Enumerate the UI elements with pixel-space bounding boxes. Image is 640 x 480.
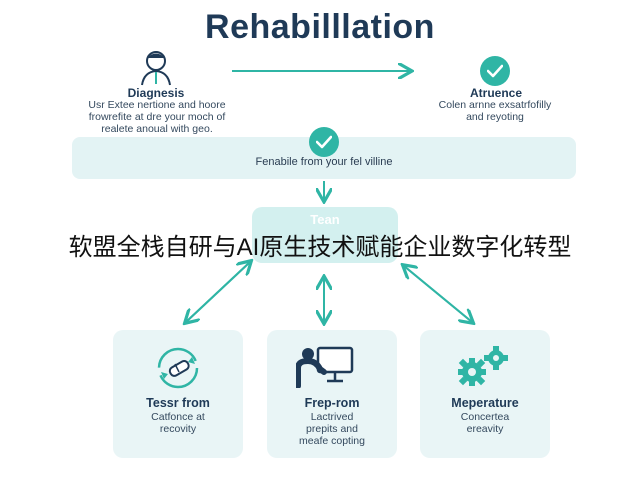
arrow-team-to-card-3-back (404, 266, 473, 323)
diagnosis-title: Diagnesis (127, 86, 185, 100)
card-recovery-title: Tessr from (146, 396, 210, 410)
band-text: Fenabile from your fel villine (255, 156, 393, 168)
card-temperature-text: Concertea ereavity (460, 411, 510, 435)
overlay-caption: 软盟全栈自研与AI原生技术赋能企业数字化转型 (68, 234, 572, 261)
card-temperature-title: Meperature (451, 396, 519, 410)
attendance-description: Colen arnne exsatrfofilly and reyoting (438, 99, 552, 123)
card-recovery (113, 330, 243, 458)
computer-user-icon (296, 346, 354, 388)
check-icon (309, 127, 339, 157)
gears-icon (458, 346, 508, 386)
person-icon (141, 51, 171, 86)
diagnosis-description: Usr Extee nertione and hoore frowrefite … (88, 99, 226, 135)
team-node (252, 207, 398, 263)
card-temperature (420, 330, 550, 458)
card-preparation-text: Lactrived prepits and meafe copting (299, 411, 365, 447)
card-preparation-title: Frep-rom (304, 396, 360, 410)
medicine-icon (157, 347, 199, 389)
team-label: Tean (310, 212, 340, 227)
arrow-team-to-card-1-back (185, 262, 250, 323)
check-icon (480, 56, 510, 86)
page-title: Rehabilllation (205, 8, 435, 46)
attendance-title: Atruence (469, 86, 522, 100)
card-recovery-text: Catfonce at recovity (151, 411, 205, 435)
